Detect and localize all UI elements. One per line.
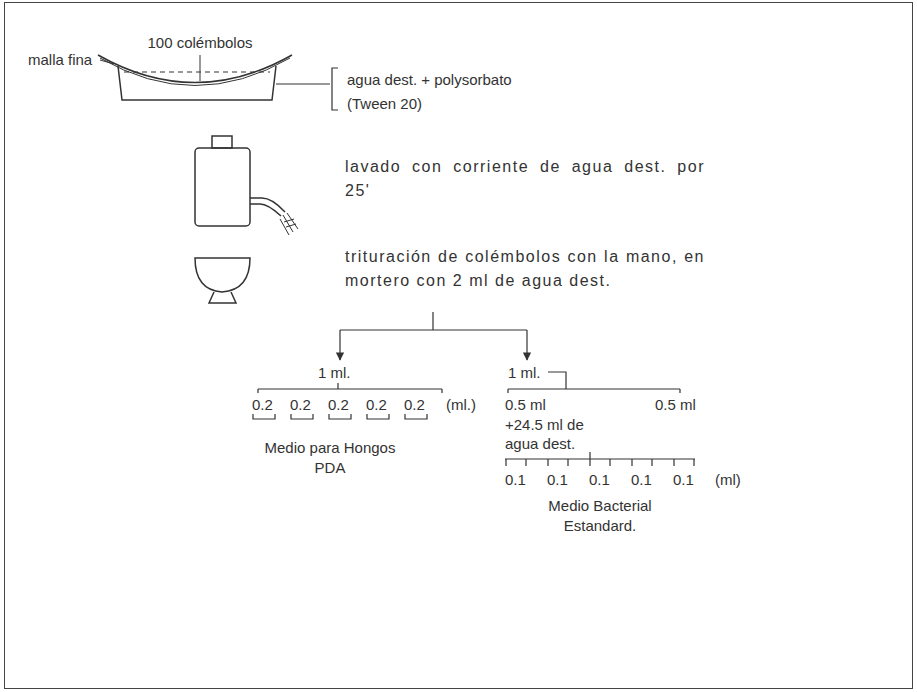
leader-line: [200, 55, 201, 81]
aliquot-value: 0.2: [328, 395, 349, 414]
step-note: lavado con corriente de agua dest. por 2…: [345, 155, 705, 203]
unit-label: (ml.): [446, 395, 476, 414]
split-arrow: [339, 330, 340, 360]
water-level: [124, 72, 270, 73]
mortar-base: [209, 292, 236, 303]
water-stream: [280, 213, 298, 235]
plate-bracket: [506, 459, 694, 466]
wash-bottle: [195, 148, 250, 226]
aliquot-value: 0.2: [290, 395, 311, 414]
aliquot-value: 0.2: [252, 395, 273, 414]
spout: [250, 198, 285, 212]
aliquot-value: 0.5 ml: [655, 395, 696, 414]
medium-label: agua dest. + polysorbato (Tween 20): [347, 68, 522, 116]
mesh: [100, 58, 290, 86]
split-line: [432, 312, 433, 330]
bottle-cap: [212, 136, 232, 148]
volume-label: 1 ml.: [508, 363, 541, 382]
aliquot-value: 0.1: [631, 470, 652, 489]
mortar: [195, 258, 250, 292]
aliquot-value: 0.1: [547, 470, 568, 489]
unit-label: (ml): [715, 470, 741, 489]
water-stream: [284, 219, 296, 227]
leader-line: [100, 60, 114, 64]
split-line: [340, 329, 527, 330]
split-arrow: [526, 330, 527, 360]
bracket: [332, 68, 338, 110]
aliquot-value: 0.1: [505, 470, 526, 489]
plate-bracket: [253, 414, 427, 419]
medium-label: Medio para Hongos PDA: [255, 438, 405, 478]
aliquot-value: 0.1: [673, 470, 694, 489]
volume-label: 1 ml.: [318, 363, 351, 382]
leader-line: [276, 84, 330, 85]
part-label: malla fina: [28, 50, 92, 69]
aliquot-tree: [258, 383, 442, 393]
frame: [5, 3, 913, 689]
mesh: [98, 55, 292, 83]
spout: [250, 204, 281, 216]
dilution-note: +24.5 ml de agua dest.: [505, 415, 605, 453]
sample-label: 100 colémbolos: [130, 33, 270, 52]
aliquot-value: 0.5 ml: [505, 395, 546, 414]
aliquot-value: 0.2: [404, 395, 425, 414]
aliquot-value: 0.1: [589, 470, 610, 489]
medium-label: Medio Bacterial Estandard.: [535, 496, 665, 536]
dilution-tree: [505, 452, 695, 459]
aliquot-value: 0.2: [366, 395, 387, 414]
step-note: trituración de colémbolos con la mano, e…: [345, 245, 705, 293]
